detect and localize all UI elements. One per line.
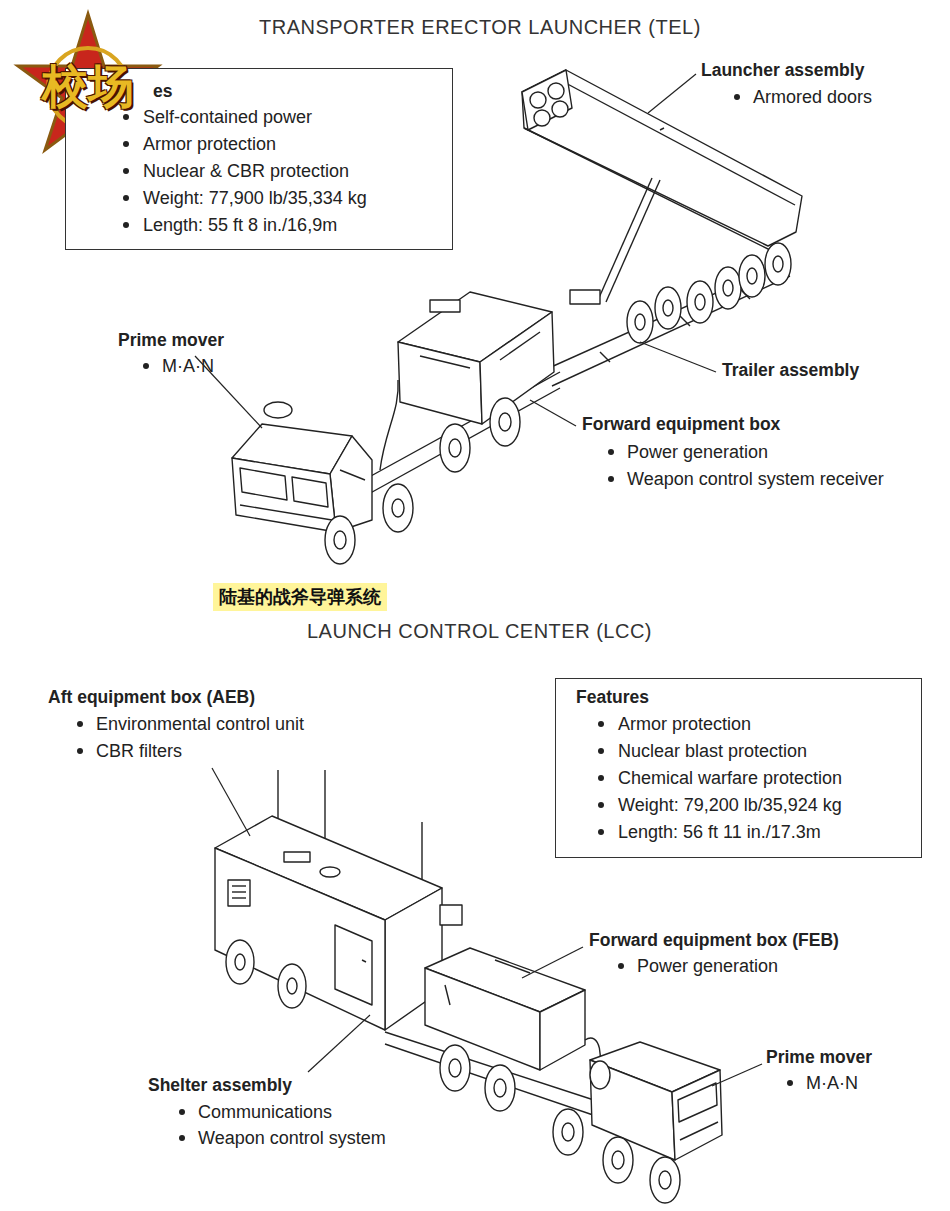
feature-item: Weight: 77,900 lb/35,334 kg	[143, 187, 367, 209]
part-feature: Power generation	[627, 441, 768, 463]
part-name: Launcher assembly	[701, 59, 864, 81]
bullet-dot	[123, 168, 129, 174]
bullet-dot	[179, 1109, 185, 1115]
bullet-dot	[77, 748, 83, 754]
bullet-dot	[123, 222, 129, 228]
bullet-dot	[123, 195, 129, 201]
part-feature: Weapon control system	[198, 1127, 386, 1149]
part-name: Prime mover	[118, 329, 224, 351]
part-feature: Communications	[198, 1101, 332, 1123]
part-name: Forward equipment box	[582, 413, 780, 435]
bullet-dot	[77, 721, 83, 727]
part-name: Forward equipment box (FEB)	[589, 929, 839, 951]
section-title: LAUNCH CONTROL CENTER (LCC)	[307, 620, 652, 642]
part-feature: Armored doors	[753, 86, 872, 108]
part-feature: Environmental control unit	[96, 713, 304, 735]
feature-item: Weight: 79,200 lb/35,924 kg	[618, 794, 842, 816]
bullet-dot	[598, 829, 604, 835]
box-heading: es	[153, 80, 172, 102]
watermark-logo: 校场	[42, 61, 134, 111]
features-box: FeaturesArmor protectionNuclear blast pr…	[555, 678, 922, 858]
feature-item: Nuclear blast protection	[618, 740, 807, 762]
part-feature: Power generation	[637, 955, 778, 977]
bullet-dot	[598, 721, 604, 727]
part-feature: Weapon control system receiver	[627, 468, 884, 490]
feature-item: Length: 56 ft 11 in./17.3m	[618, 821, 821, 843]
part-name: Aft equipment box (AEB)	[48, 686, 255, 708]
highlight-caption: 陆基的战斧导弹系统	[213, 583, 387, 611]
bullet-dot	[608, 476, 614, 482]
bullet-dot	[598, 802, 604, 808]
bullet-dot	[123, 114, 129, 120]
feature-item: Nuclear & CBR protection	[143, 160, 349, 182]
diagram-title: TRANSPORTER ERECTOR LAUNCHER (TEL)	[259, 16, 701, 38]
part-feature: CBR filters	[96, 740, 182, 762]
bullet-dot	[179, 1135, 185, 1141]
bullet-dot	[123, 141, 129, 147]
feature-item: Armor protection	[143, 133, 276, 155]
feature-item: Chemical warfare protection	[618, 767, 842, 789]
bullet-dot	[734, 94, 740, 100]
bullet-dot	[598, 748, 604, 754]
bullet-dot	[608, 449, 614, 455]
feature-item: Self-contained power	[143, 106, 312, 128]
bullet-dot	[787, 1080, 793, 1086]
box-heading: Features	[576, 686, 649, 708]
part-feature: M·A·N	[806, 1072, 858, 1094]
bullet-dot	[143, 363, 149, 369]
part-name: Shelter assembly	[148, 1074, 292, 1096]
part-name: Prime mover	[766, 1046, 872, 1068]
feature-item: Length: 55 ft 8 in./16,9m	[143, 214, 337, 236]
part-name: Trailer assembly	[722, 359, 859, 381]
feature-item: Armor protection	[618, 713, 751, 735]
bullet-dot	[598, 775, 604, 781]
caption-text: 陆基的战斧导弹系统	[219, 586, 381, 608]
part-feature: M·A·N	[162, 355, 214, 377]
bullet-dot	[618, 963, 624, 969]
